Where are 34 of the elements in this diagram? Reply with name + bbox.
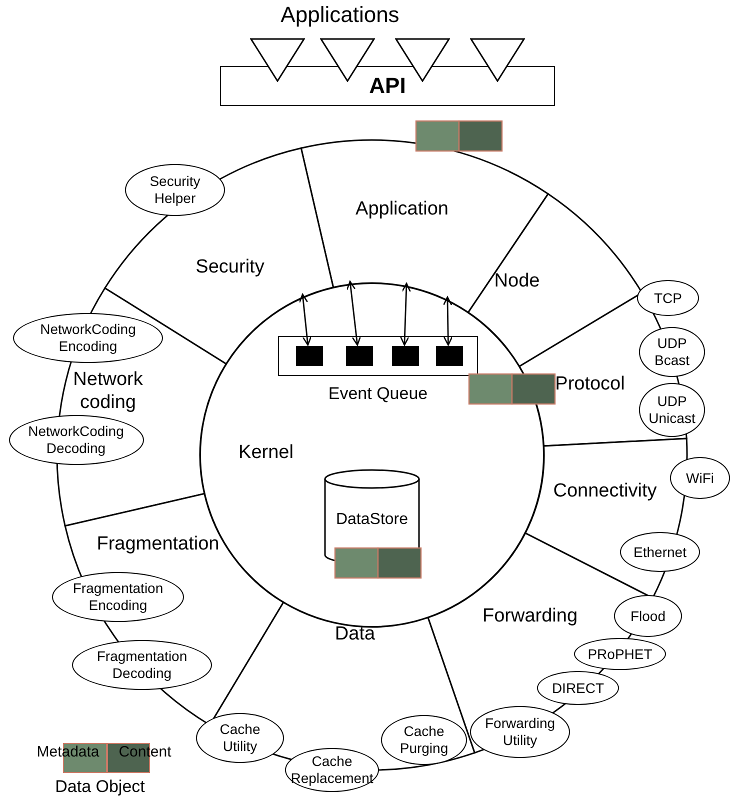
heading-label: Applications	[280, 2, 400, 28]
module-ellipse: Flood	[614, 595, 682, 637]
sector-label: Node	[494, 270, 540, 294]
double-arrow	[346, 280, 362, 346]
legend-caption: Data Object	[55, 777, 145, 797]
queue-slot	[346, 346, 373, 366]
queue-slot	[436, 346, 463, 366]
application-triangle	[250, 38, 305, 82]
sector-label: Forwarding	[482, 606, 578, 628]
sector-label: Connectivity	[553, 480, 657, 504]
queue-slot	[296, 346, 323, 366]
double-arrow	[298, 294, 312, 346]
module-ellipse: PRoPHET	[574, 638, 666, 670]
module-ellipse: UDP Bcast	[639, 327, 705, 377]
datastore-label: DataStore	[336, 511, 408, 529]
module-ellipse: TCP	[637, 280, 699, 316]
sector-label: Fragmentation	[96, 534, 220, 556]
sector-label: Protocol	[555, 374, 625, 396]
module-ellipse: NetworkCoding Encoding	[13, 313, 163, 363]
sector-label: Security	[196, 256, 264, 280]
double-arrow	[400, 282, 411, 346]
sector-label: Network coding	[72, 369, 144, 415]
kernel-label: Kernel	[238, 442, 294, 464]
module-ellipse: NetworkCoding Decoding	[8, 415, 144, 465]
module-ellipse: Security Helper	[125, 164, 225, 216]
application-triangle	[470, 38, 525, 82]
queue-slot	[392, 346, 419, 366]
double-arrow	[442, 296, 453, 346]
module-ellipse: Cache Replacement	[285, 748, 379, 792]
queue-label: Event Queue	[328, 384, 428, 404]
module-ellipse: Forwarding Utility	[470, 706, 570, 758]
module-ellipse: WiFi	[670, 457, 730, 499]
sector-label: Application	[356, 198, 448, 222]
sector-label: Data	[334, 624, 376, 646]
